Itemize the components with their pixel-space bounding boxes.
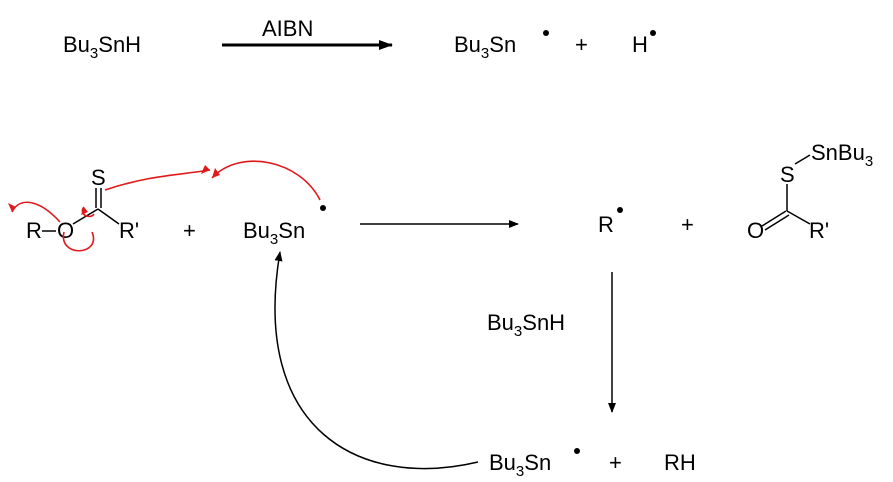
cycle-reagent-label: Bu3SnH <box>487 310 565 340</box>
bond-c-rprime <box>786 210 811 225</box>
bond-s-sn <box>794 154 811 165</box>
thioester-tin-group: SnBu3 <box>811 140 873 170</box>
bond-c-o-double <box>761 210 787 227</box>
tin-radical-label: Bu3Sn <box>454 32 516 62</box>
radical-dot <box>543 30 549 36</box>
tin-radical-label: Bu3Sn <box>243 218 305 248</box>
plus-sign: + <box>681 212 694 237</box>
bond-c-o-double <box>764 214 790 231</box>
bond-c-rprime <box>97 208 120 225</box>
radical-dot <box>320 205 326 211</box>
plus-sign: + <box>609 450 622 475</box>
xanthate-ether-oxygen: O <box>57 218 74 243</box>
radical-dot <box>574 448 580 454</box>
plus-sign: + <box>183 218 196 243</box>
electron-arrow-sn-s <box>211 160 321 201</box>
plus-sign: + <box>575 32 588 57</box>
thioester-oxygen: O <box>747 218 764 243</box>
hydrogen-radical-label: H <box>632 32 648 57</box>
electron-arrow-s-sn <box>104 169 211 191</box>
thioester-rprime-label: R' <box>809 218 829 243</box>
electron-arrow-cs <box>81 206 95 218</box>
xanthate-rprime-label: R' <box>119 218 139 243</box>
alkane-product-label: RH <box>664 450 696 475</box>
radical-dot <box>617 207 623 213</box>
cycle-tin-radical-label: Bu3Sn <box>489 450 551 480</box>
xanthate-thione-sulfur: S <box>91 165 106 190</box>
xanthate-r-label: R <box>26 218 42 243</box>
thioester-sulfur: S <box>780 162 795 187</box>
tin-hydride-label: Bu3SnH <box>63 32 141 62</box>
electron-arrow-head <box>201 165 210 174</box>
electron-arrow-head <box>81 207 88 215</box>
electron-arrow-head <box>212 168 220 178</box>
electron-arrow-head <box>8 203 16 212</box>
regeneration-arrow <box>274 251 479 470</box>
electron-arrow-o-c <box>62 231 95 252</box>
alkyl-radical-label: R <box>598 212 614 237</box>
radical-dot <box>650 30 656 36</box>
bond-o-c <box>72 208 99 225</box>
initiator-label: AIBN <box>262 16 313 41</box>
